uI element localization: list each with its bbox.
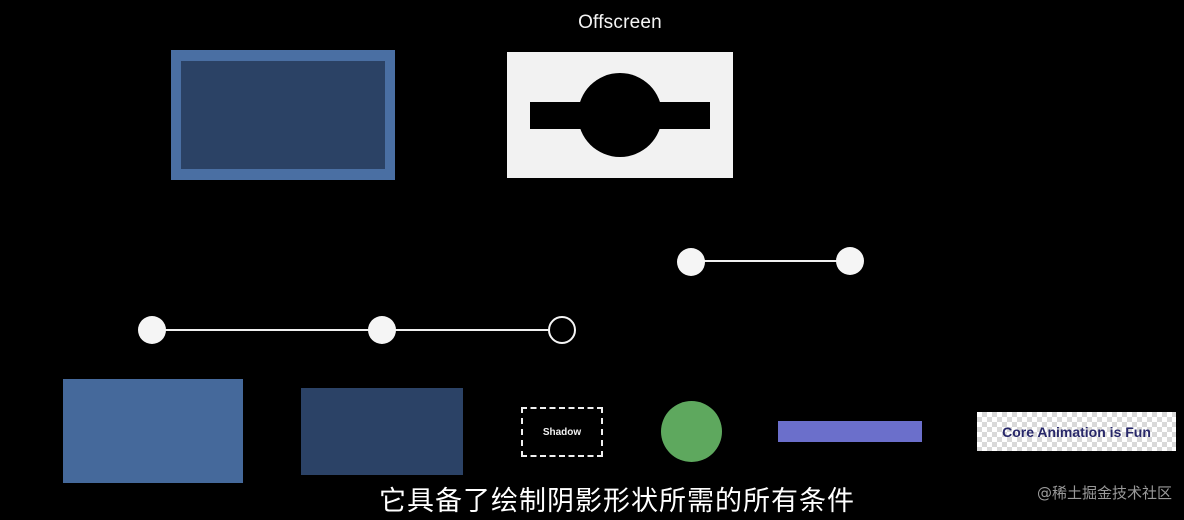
video-subtitle: 它具备了绘制阴影形状所需的所有条件	[379, 486, 855, 517]
shadow-label: Shadow	[542, 426, 582, 438]
connector-node	[677, 248, 705, 276]
purple-bar-layer	[778, 421, 922, 442]
offscreen-title: Offscreen	[578, 12, 662, 33]
connector-line-short	[691, 260, 850, 262]
green-circle-layer	[661, 401, 722, 462]
text-layer-checkerboard: Core Animation is Fun	[977, 412, 1176, 451]
inner-layer-rect	[181, 61, 385, 169]
offscreen-circle	[578, 73, 662, 157]
watermark: @稀土掘金技术社区	[1036, 484, 1172, 502]
offscreen-shape-icon	[530, 73, 710, 157]
layer-rect-navy	[301, 388, 463, 475]
text-layer-label: Core Animation is Fun	[1002, 423, 1151, 440]
connector-line-long	[152, 329, 562, 331]
connector-node	[138, 316, 166, 344]
connector-node	[368, 316, 396, 344]
connector-node-hollow	[548, 316, 576, 344]
layer-rect-blue	[63, 379, 243, 483]
shadow-box: Shadow	[521, 407, 603, 457]
offscreen-panel	[507, 52, 733, 178]
connector-node	[836, 247, 864, 275]
